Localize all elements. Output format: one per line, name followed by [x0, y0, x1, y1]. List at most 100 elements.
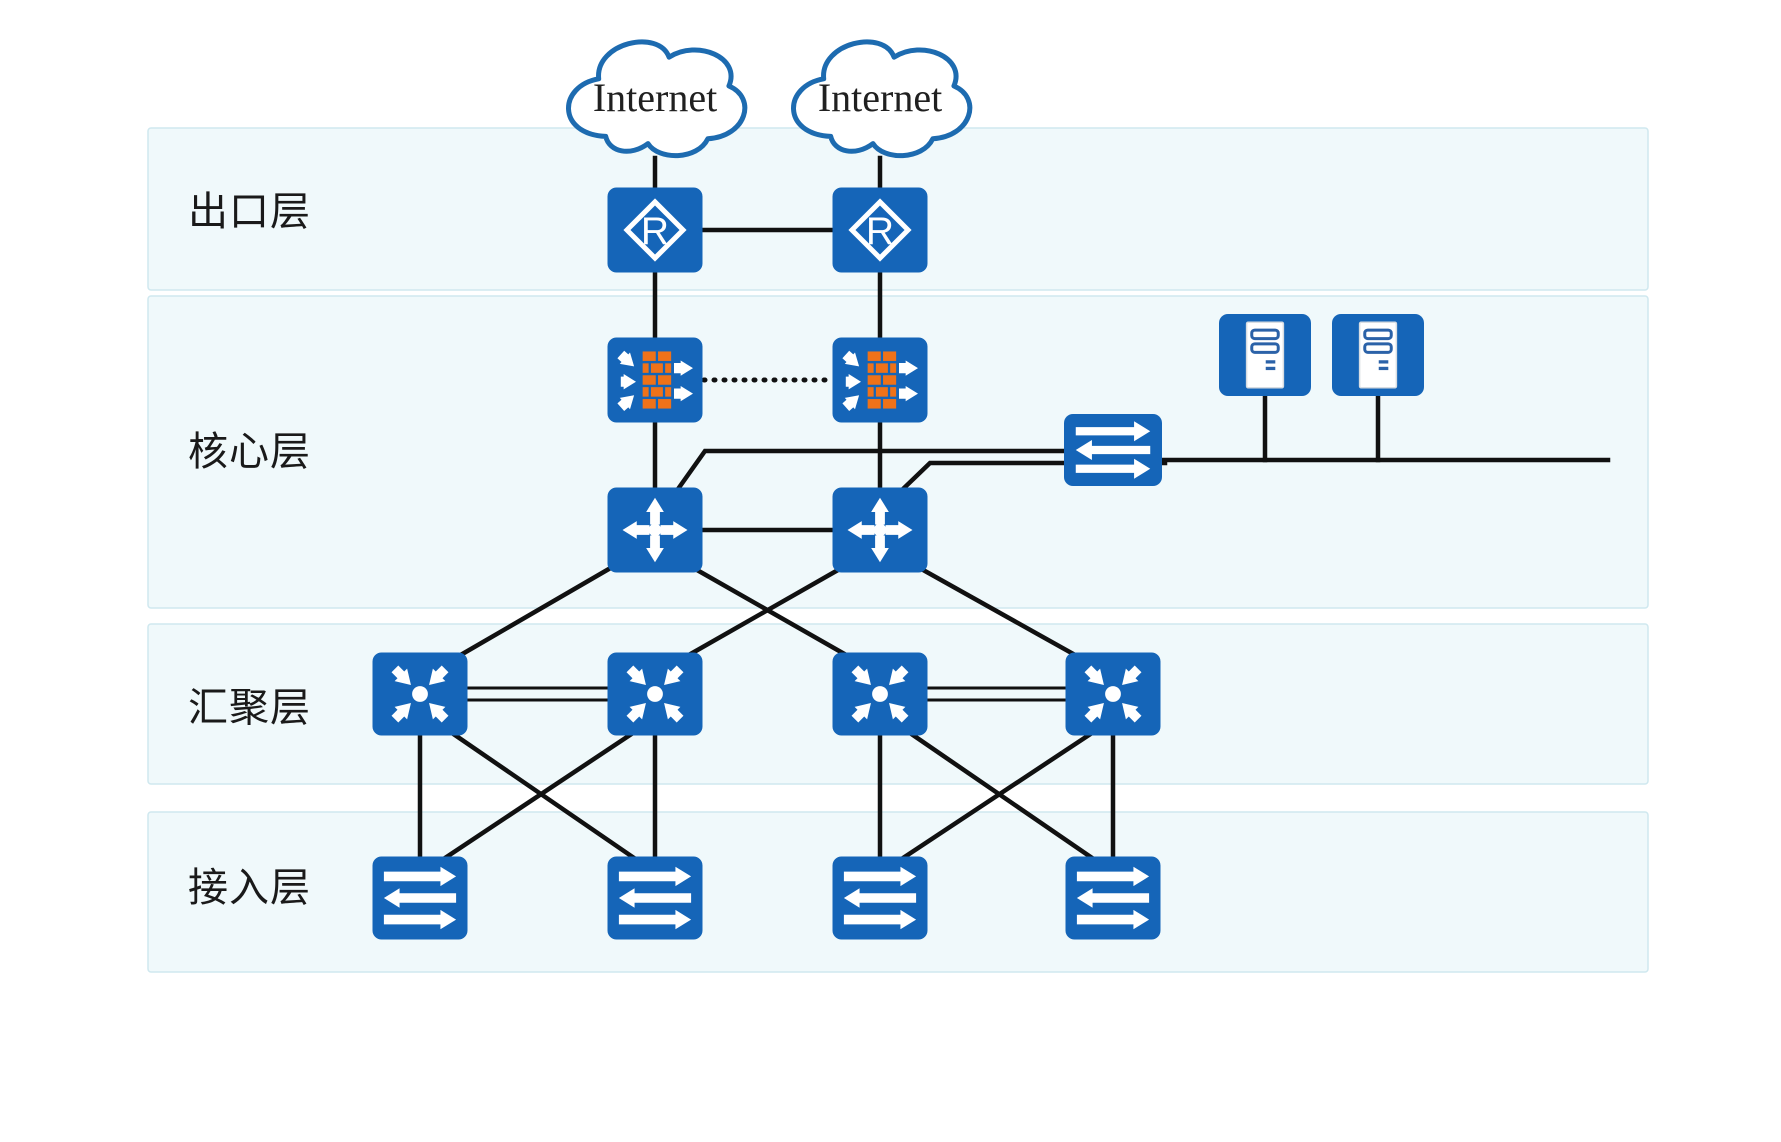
device-acc-sw-3[interactable]: [832, 856, 928, 940]
device-server-2[interactable]: [1332, 314, 1424, 396]
layer-label-egress: 出口层: [188, 189, 311, 235]
arrow-down: [871, 535, 889, 563]
center-dot: [1105, 686, 1121, 702]
device-core-sw-2[interactable]: [832, 487, 928, 573]
arrow-right-bottom: [618, 909, 692, 930]
device-acc-sw-4[interactable]: [1065, 856, 1161, 940]
brick: [875, 387, 888, 397]
device-agg-sw-4[interactable]: [1065, 652, 1161, 736]
router-letter: R: [641, 210, 669, 253]
cloud-internet-2: [791, 39, 973, 159]
arrow-right-top: [843, 866, 917, 887]
link-l-agg4-acc3: [896, 729, 1096, 864]
device-agg-sw-1[interactable]: [372, 652, 468, 736]
router-diamond: [848, 198, 912, 262]
arrow-right-top: [383, 866, 457, 887]
brick: [867, 387, 874, 397]
arrow-in-tl: [851, 665, 871, 685]
link-l-core2-agg2: [676, 562, 849, 664]
brick: [665, 363, 672, 373]
brick: [642, 399, 656, 409]
device-server-sw[interactable]: [1064, 414, 1162, 486]
brick: [658, 351, 672, 361]
device-router-2[interactable]: R: [832, 187, 928, 273]
fw-arrow-in-1: [842, 350, 860, 367]
fw-arrow-out-2: [899, 385, 918, 402]
arrow-in-tl: [1084, 665, 1104, 685]
arrow-in-bl: [626, 703, 646, 723]
arrow-in-tl: [391, 665, 411, 685]
arrow-in-bl: [391, 703, 411, 723]
center-dot: [412, 686, 428, 702]
brick: [867, 351, 881, 361]
device-acc-sw-2[interactable]: [607, 856, 703, 940]
router-letter: R: [866, 210, 894, 253]
device-agg-sw-2[interactable]: [607, 652, 703, 736]
device-core-sw-1[interactable]: [607, 487, 703, 573]
device-firewall-1[interactable]: [607, 337, 703, 423]
cloud-shape: [791, 39, 973, 159]
fw-arrow-in-2: [620, 374, 636, 390]
links: [417, 155, 1611, 864]
center-dot: [873, 523, 887, 537]
clouds: [566, 39, 973, 159]
brick: [883, 351, 897, 361]
arrow-right-bottom: [843, 909, 917, 930]
brick: [650, 363, 663, 373]
brick: [642, 375, 656, 385]
arrow-right-bottom: [383, 909, 457, 930]
device-firewall-2[interactable]: [832, 337, 928, 423]
arrow-up: [871, 497, 889, 525]
fw-arrow-out-1: [899, 360, 918, 376]
arrow-right: [660, 521, 688, 539]
layer-label-core: 核心层: [188, 429, 311, 475]
router-diamond: [623, 198, 687, 262]
arrow-right-bottom: [1076, 909, 1150, 930]
cloud-internet-1: [566, 39, 748, 159]
arrow-left-mid: [383, 888, 457, 908]
layer-label-aggregation: 汇聚层: [188, 685, 311, 731]
device-server-1[interactable]: [1219, 314, 1311, 396]
server-bay-2: [1363, 342, 1393, 354]
fw-arrow-in-3: [842, 395, 860, 411]
arrow-left-mid: [1075, 439, 1151, 461]
device-router-1[interactable]: R: [607, 187, 703, 273]
brick: [665, 387, 672, 397]
brick: [867, 399, 881, 409]
brick: [867, 375, 881, 385]
arrow-in-tr: [1122, 665, 1142, 685]
arrow-in-tr: [664, 665, 684, 685]
link-l-core1-agg3: [686, 562, 859, 664]
fw-arrow-out-2: [674, 385, 693, 402]
arrow-in-br: [429, 703, 449, 723]
device-agg-sw-3[interactable]: [832, 652, 928, 736]
server-led-1: [1378, 360, 1389, 364]
brick: [867, 363, 874, 373]
arrow-in-br: [1122, 703, 1142, 723]
arrow-right-top: [618, 866, 692, 887]
arrow-in-tr: [429, 665, 449, 685]
arrow-in-tl: [626, 665, 646, 685]
server-led-2: [1265, 366, 1276, 371]
device-acc-sw-1[interactable]: [372, 856, 468, 940]
arrow-left: [622, 521, 650, 539]
link-l-agg2-acc1: [438, 729, 637, 864]
layer-label-access: 接入层: [188, 865, 311, 911]
arrow-in-bl: [851, 703, 871, 723]
brick: [658, 375, 672, 385]
server-bay-1: [1250, 328, 1280, 341]
arrow-left-mid: [618, 888, 692, 908]
link-l-agg3-acc4: [906, 729, 1099, 864]
brick: [642, 387, 649, 397]
arrow-up: [646, 497, 664, 525]
server-bay-2: [1250, 342, 1280, 354]
center-dot: [647, 686, 663, 702]
brick: [650, 387, 663, 397]
brick: [658, 399, 672, 409]
brick: [890, 363, 897, 373]
link-l-agg1-acc2: [448, 729, 641, 864]
cloud-label-internet-2: Internet: [817, 75, 943, 120]
server-bay-1: [1363, 328, 1393, 341]
center-dot: [872, 686, 888, 702]
